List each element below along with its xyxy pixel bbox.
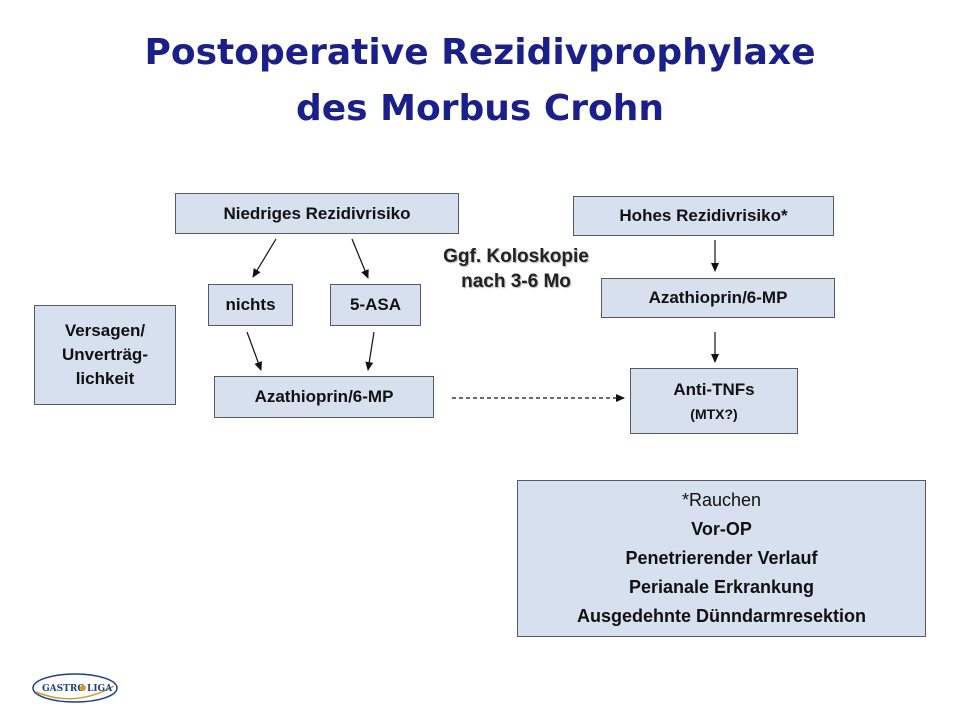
logo-dot-icon bbox=[80, 685, 86, 691]
aza-left-label: Azathioprin/6-MP bbox=[254, 387, 394, 406]
risk-factors-box: *Rauchen Vor-OP Penetrierender Verlauf P… bbox=[517, 480, 926, 637]
arrow-asa-to-aza bbox=[365, 331, 375, 371]
risk-factor-prior-surgery: Vor-OP bbox=[691, 519, 752, 539]
nichts-label: nichts bbox=[225, 295, 276, 314]
arrow-low-to-asa bbox=[351, 238, 369, 279]
anti-tnf-sub-label: (MTX?) bbox=[690, 406, 738, 422]
logo-text-left: GASTRO bbox=[42, 684, 85, 694]
arrow-low-to-nichts bbox=[252, 238, 277, 278]
risk-factor-penetrating: Penetrierender Verlauf bbox=[625, 548, 818, 568]
risk-factor-resection: Ausgedehnte Dünndarmresektion bbox=[576, 606, 867, 626]
title-line-1: Postoperative Rezidivprophylaxe bbox=[144, 32, 816, 73]
nichts-box: nichts bbox=[208, 284, 293, 326]
colonoscopy-note: Ggf. Koloskopie nach 3-6 Mo bbox=[398, 244, 634, 294]
arrow-nichts-to-aza bbox=[246, 331, 262, 371]
risk-factor-perianal: Perianale Erkrankung bbox=[628, 577, 815, 597]
risk-factor-smoking: *Rauchen bbox=[681, 490, 762, 510]
failure-line-3: lichkeit bbox=[75, 369, 135, 388]
anti-tnf-box: Anti-TNFs (MTX?) bbox=[630, 368, 798, 434]
aza-left-box: Azathioprin/6-MP bbox=[214, 376, 434, 418]
note-line-1: Ggf. Koloskopie bbox=[443, 246, 589, 267]
failure-box: Versagen/ Unverträg- lichkeit bbox=[34, 305, 176, 405]
title-line-2: des Morbus Crohn bbox=[296, 88, 664, 129]
high-risk-label: Hohes Rezidivrisiko* bbox=[619, 206, 788, 225]
logo-text-right: LIGA bbox=[87, 684, 113, 694]
asa-label: 5-ASA bbox=[349, 295, 401, 314]
aza-right-label: Azathioprin/6-MP bbox=[648, 288, 788, 307]
note-line-2: nach 3-6 Mo bbox=[461, 271, 571, 292]
low-risk-label: Niedriges Rezidivrisiko bbox=[223, 203, 411, 223]
high-risk-box: Hohes Rezidivrisiko* bbox=[573, 196, 834, 236]
gastro-liga-logo: GASTRO LIGA bbox=[30, 668, 120, 708]
asa-box: 5-ASA bbox=[330, 284, 421, 326]
gastro-liga-logo-graphic: GASTRO LIGA bbox=[32, 673, 118, 703]
low-risk-box: Niedriges Rezidivrisiko bbox=[175, 193, 459, 234]
anti-tnf-label: Anti-TNFs bbox=[673, 380, 755, 399]
failure-line-1: Versagen/ bbox=[64, 321, 146, 340]
failure-line-2: Unverträg- bbox=[62, 345, 148, 364]
aza-right-box: Azathioprin/6-MP bbox=[601, 278, 835, 318]
